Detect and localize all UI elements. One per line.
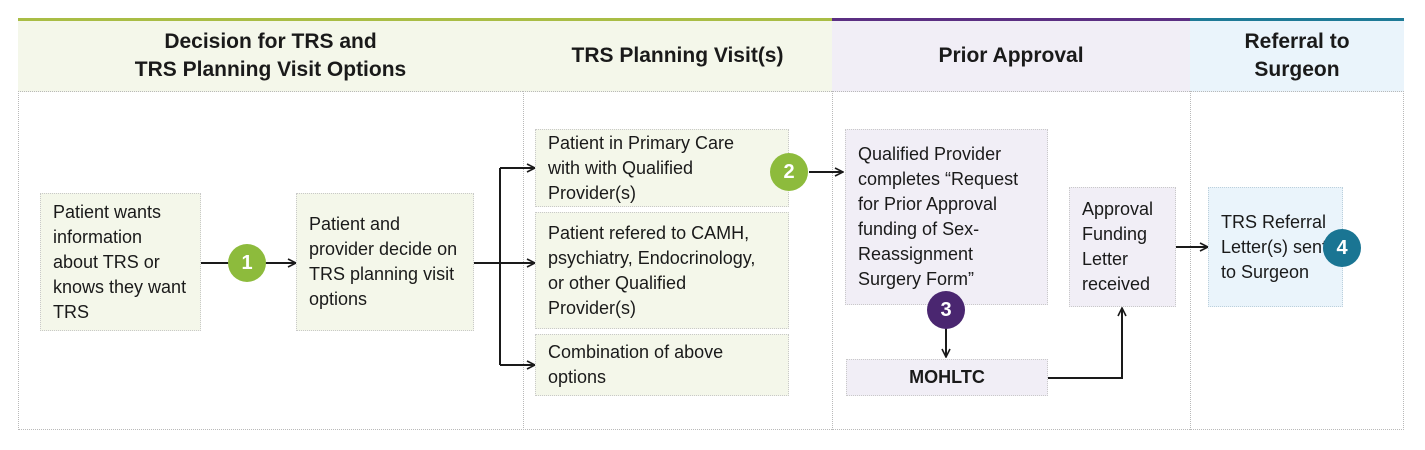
box-referred: Patient refered to CAMH, psychiatry, End… — [535, 212, 789, 329]
box-qualified-provider-text: Qualified Provider completes “Request fo… — [858, 144, 1019, 289]
box-mohltc-text: MOHLTC — [909, 367, 985, 387]
step-4-badge: 4 — [1323, 229, 1361, 267]
header-referral: Referral to Surgeon — [1190, 18, 1404, 92]
header-planning-visits: TRS Planning Visit(s) — [523, 18, 832, 92]
arrow-mohltc-to-approval — [1048, 308, 1122, 379]
box-patient-provider-decide-text: Patient and provider decide on TRS plann… — [309, 214, 458, 309]
column-divider — [523, 18, 524, 430]
box-qualified-provider: Qualified Provider completes “Request fo… — [845, 129, 1048, 305]
step-1-badge: 1 — [228, 244, 266, 282]
box-patient-wants: Patient wants information about TRS or k… — [40, 193, 201, 331]
box-approval-letter-text: Approval Funding Letter received — [1082, 199, 1154, 294]
box-referral-letter: TRS Referral Letter(s) sent to Surgeon — [1208, 187, 1343, 307]
step-4-number: 4 — [1336, 236, 1348, 259]
box-approval-letter: Approval Funding Letter received — [1069, 187, 1176, 307]
box-patient-provider-decide: Patient and provider decide on TRS plann… — [296, 193, 474, 331]
step-1-number: 1 — [241, 251, 253, 274]
box-primary-care: Patient in Primary Care with with Qualif… — [535, 129, 789, 207]
column-divider — [832, 18, 833, 430]
step-3-number: 3 — [940, 298, 952, 321]
header-planning-visits-label: TRS Planning Visit(s) — [571, 44, 784, 67]
header-decision: Decision for TRS and TRS Planning Visit … — [18, 18, 523, 92]
header-prior-approval: Prior Approval — [832, 18, 1190, 92]
step-2-badge: 2 — [770, 153, 808, 191]
header-referral-label: Referral to Surgeon — [1244, 30, 1350, 81]
header-decision-label: Decision for TRS and TRS Planning Visit … — [134, 30, 407, 81]
column-divider — [1190, 18, 1191, 430]
step-3-badge: 3 — [927, 291, 965, 329]
header-prior-approval-label: Prior Approval — [938, 44, 1084, 67]
box-combination: Combination of above options — [535, 334, 789, 396]
box-primary-care-text: Patient in Primary Care with with Qualif… — [548, 132, 735, 203]
box-referred-text: Patient refered to CAMH, psychiatry, End… — [548, 222, 756, 318]
step-2-number: 2 — [783, 160, 795, 183]
box-patient-wants-text: Patient wants information about TRS or k… — [53, 201, 187, 322]
box-referral-letter-text: TRS Referral Letter(s) sent to Surgeon — [1221, 211, 1328, 282]
box-mohltc: MOHLTC — [846, 359, 1048, 396]
box-combination-text: Combination of above options — [548, 342, 724, 387]
